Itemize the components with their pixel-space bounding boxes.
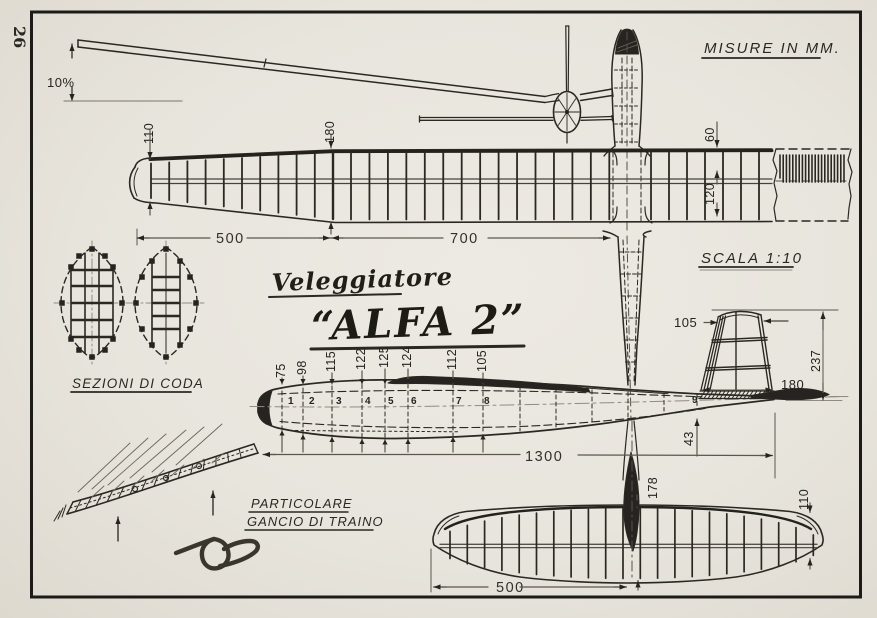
fuselage-front-view xyxy=(418,25,614,144)
dim-wing-outer-panel: 500 xyxy=(216,231,245,247)
dim-overall-length: 1300 xyxy=(525,449,563,465)
fuselage-side-view: 1 2 3 4 5 6 7 8 9 xyxy=(249,375,849,440)
station-number: 4 xyxy=(365,396,371,407)
dim-fus-height-6: 124 xyxy=(400,346,414,368)
dim-wing-spar-to-te: 120 xyxy=(703,183,717,205)
fuselage-top-view xyxy=(602,28,652,421)
dim-rudder-chord: 178 xyxy=(646,477,660,499)
station-number: 2 xyxy=(309,396,315,407)
dim-fus-height-8: 105 xyxy=(475,350,489,372)
dim-fus-height-5: 125 xyxy=(377,346,391,368)
model-name-title: “ALFA 2” xyxy=(311,296,527,350)
dim-fus-height-3: 115 xyxy=(324,351,338,372)
wing-front-view: 10% xyxy=(47,39,546,104)
dim-fus-height-1: 75 xyxy=(274,363,288,378)
wing-plan-view xyxy=(128,148,853,224)
tow-hook-caption-line2: GANCIO DI TRAINO xyxy=(247,514,384,529)
title-block: Veleggiatore “ALFA 2” xyxy=(271,262,527,350)
tail-sections-detail: SEZIONI DI CODA xyxy=(53,240,205,391)
dim-fin-root-chord: 180 xyxy=(781,377,804,392)
dim-fus-height-4: 122 xyxy=(354,348,368,370)
dim-stab-tip-chord: 110 xyxy=(797,489,811,510)
tail-sections-caption: SEZIONI DI CODA xyxy=(72,376,204,391)
station-number: 3 xyxy=(336,396,342,407)
dim-wing-inner-panel: 700 xyxy=(450,231,479,247)
dim-fus-height-2: 98 xyxy=(295,360,309,375)
dim-wing-chord-break: 180 xyxy=(323,121,337,143)
model-type-title: Veleggiatore xyxy=(271,262,453,297)
dim-tail-boom-height: 43 xyxy=(682,431,696,446)
rudder-top-view xyxy=(622,420,640,579)
station-number: 6 xyxy=(411,396,417,407)
scale-note: SCALA 1:10 xyxy=(701,250,803,267)
dim-wing-le-to-spar: 60 xyxy=(703,127,717,142)
tow-hook-caption-line1: PARTICOLARE xyxy=(251,496,353,511)
dimension-annotations: 110 180 60 120 500 700 75 98 115 122 125… xyxy=(136,121,843,596)
dim-fin-tip-chord: 105 xyxy=(674,315,697,330)
sheet-frame xyxy=(30,10,862,599)
station-number: 1 xyxy=(288,396,294,407)
page-number: 26 xyxy=(10,26,29,48)
fin-side-view xyxy=(698,310,849,401)
units-note: MISURE IN MM. xyxy=(704,40,841,57)
station-number: 5 xyxy=(388,396,394,407)
station-number: 8 xyxy=(484,396,490,407)
dim-fin-height: 237 xyxy=(809,350,823,372)
dim-dihedral: 10% xyxy=(47,75,75,90)
dim-wing-tip-chord: 110 xyxy=(142,123,156,144)
dim-fus-height-7: 112 xyxy=(445,349,459,370)
tow-hook-detail: PARTICOLARE GANCIO DI TRAINO xyxy=(53,423,384,571)
sheet-notes: MISURE IN MM. SCALA 1:10 xyxy=(70,40,841,531)
dim-stab-half-span: 500 xyxy=(496,580,525,596)
station-number: 7 xyxy=(456,396,462,407)
